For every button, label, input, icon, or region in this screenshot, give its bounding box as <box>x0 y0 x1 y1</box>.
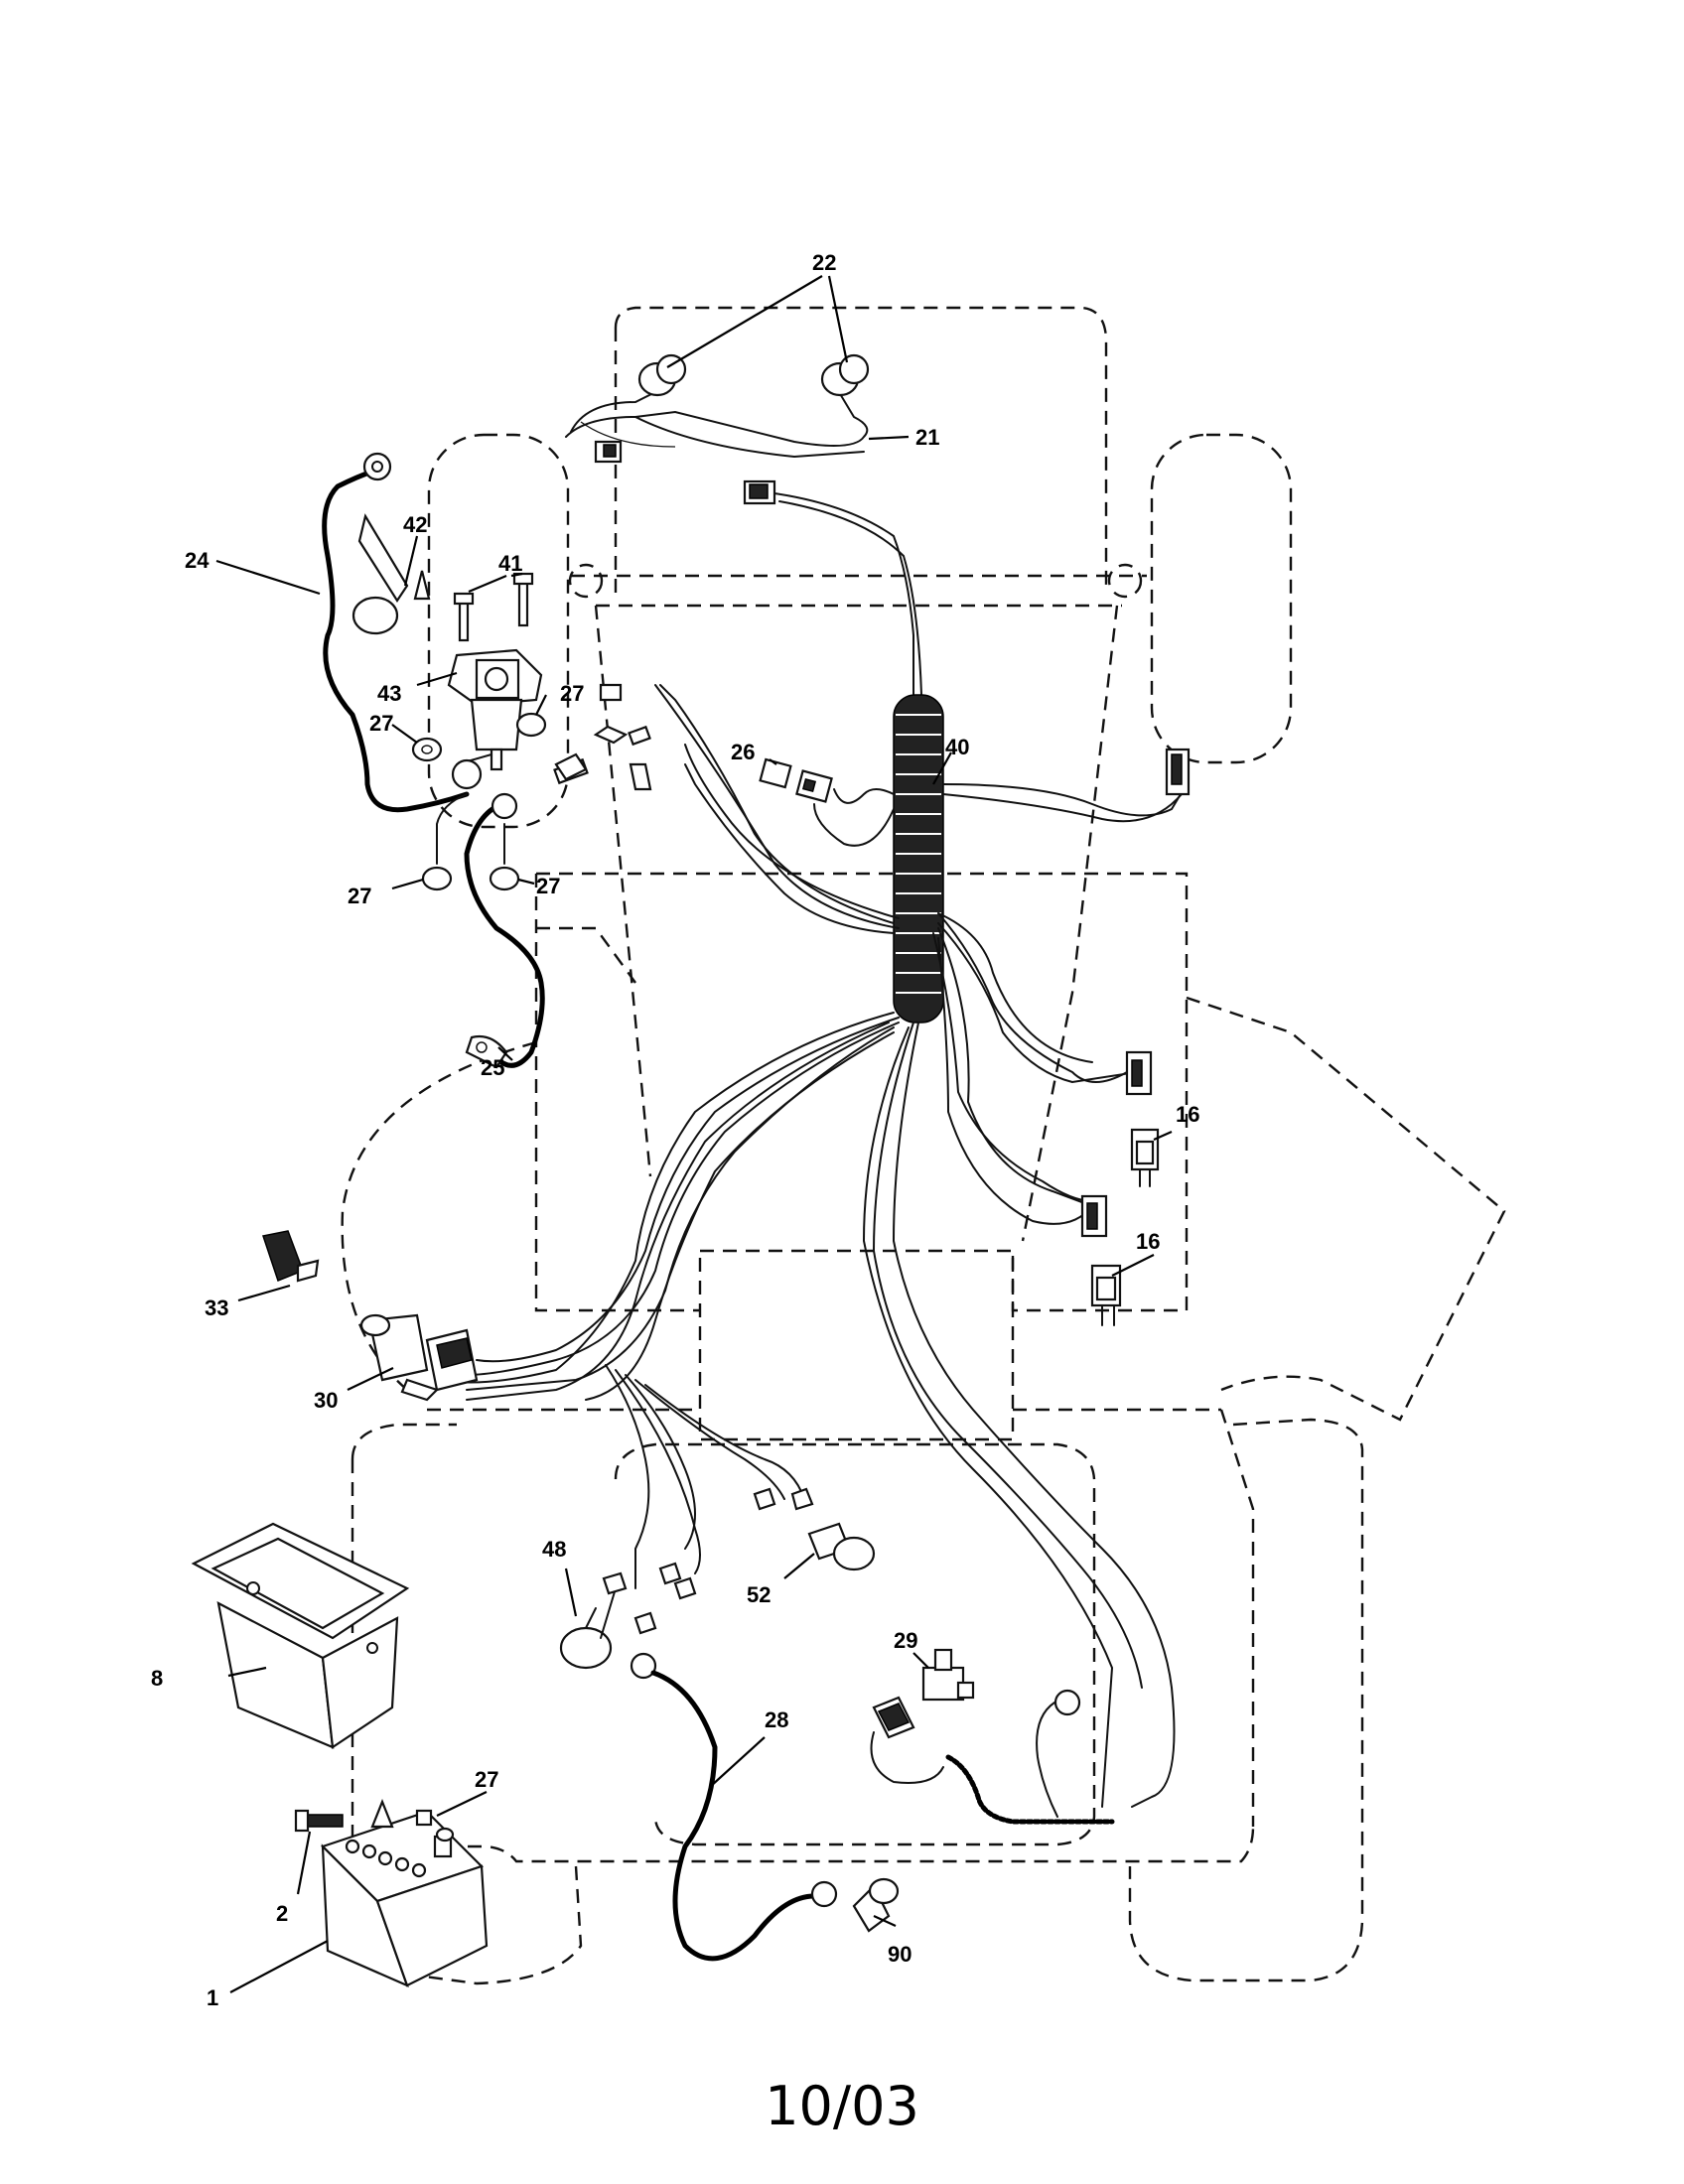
callout-28: 28 <box>765 1707 788 1732</box>
callout-27-lower-left: 27 <box>348 884 371 908</box>
callout-40: 40 <box>945 735 969 759</box>
callout-41: 41 <box>498 551 522 576</box>
tractor-outline <box>341 306 1506 1985</box>
headlight-right <box>820 353 870 397</box>
callout-16-upper: 16 <box>1176 1102 1199 1127</box>
callout-52: 52 <box>747 1582 771 1607</box>
date-code: 10/03 <box>765 2075 919 2137</box>
headlight-left <box>637 353 687 397</box>
main-harness <box>456 479 1191 1808</box>
battery-tray-8 <box>191 1522 410 1749</box>
ignition-switch-30 <box>359 1313 479 1402</box>
callout-22: 22 <box>812 250 836 275</box>
battery-nut-27 <box>370 1799 433 1829</box>
solenoid-assembly <box>322 452 588 1069</box>
callout-27-battery: 27 <box>475 1767 498 1792</box>
callout-43: 43 <box>377 681 401 706</box>
callout-90: 90 <box>888 1942 912 1967</box>
callout-leaders <box>215 275 1173 1993</box>
harness-loom <box>893 694 944 1024</box>
ground-cable-28 <box>630 1652 838 1962</box>
callout-8: 8 <box>151 1666 163 1691</box>
connector-26 <box>759 757 833 803</box>
battery-1 <box>320 1810 489 1988</box>
callout-21: 21 <box>915 425 939 450</box>
callout-2: 2 <box>276 1901 288 1926</box>
connector-52 <box>753 1487 876 1571</box>
callout-29: 29 <box>894 1628 917 1653</box>
seat-switch-16-upper <box>1125 1050 1160 1187</box>
callout-48: 48 <box>542 1537 566 1562</box>
callout-26: 26 <box>731 740 755 764</box>
ignition-key-33 <box>262 1230 320 1283</box>
switch-29 <box>870 1648 1115 1825</box>
callout-labels: 22 21 24 42 41 43 27 27 27 27 25 26 40 1… <box>151 250 1199 2010</box>
callout-27-lower-right: 27 <box>536 874 560 898</box>
headlight-harness <box>565 391 869 464</box>
callout-27-solenoid-left: 27 <box>369 711 393 736</box>
connector-48 <box>559 1562 697 1670</box>
callout-16-lower: 16 <box>1136 1229 1160 1254</box>
callout-25: 25 <box>481 1055 504 1080</box>
callout-42: 42 <box>403 512 427 537</box>
callout-33: 33 <box>205 1296 228 1320</box>
callout-27-solenoid-right: 27 <box>560 681 584 706</box>
callout-1: 1 <box>207 1985 218 2010</box>
battery-bolt-2 <box>294 1809 344 1833</box>
callout-30: 30 <box>314 1388 338 1413</box>
seat-switch-16-lower <box>1080 1194 1122 1326</box>
callout-24: 24 <box>185 548 210 573</box>
